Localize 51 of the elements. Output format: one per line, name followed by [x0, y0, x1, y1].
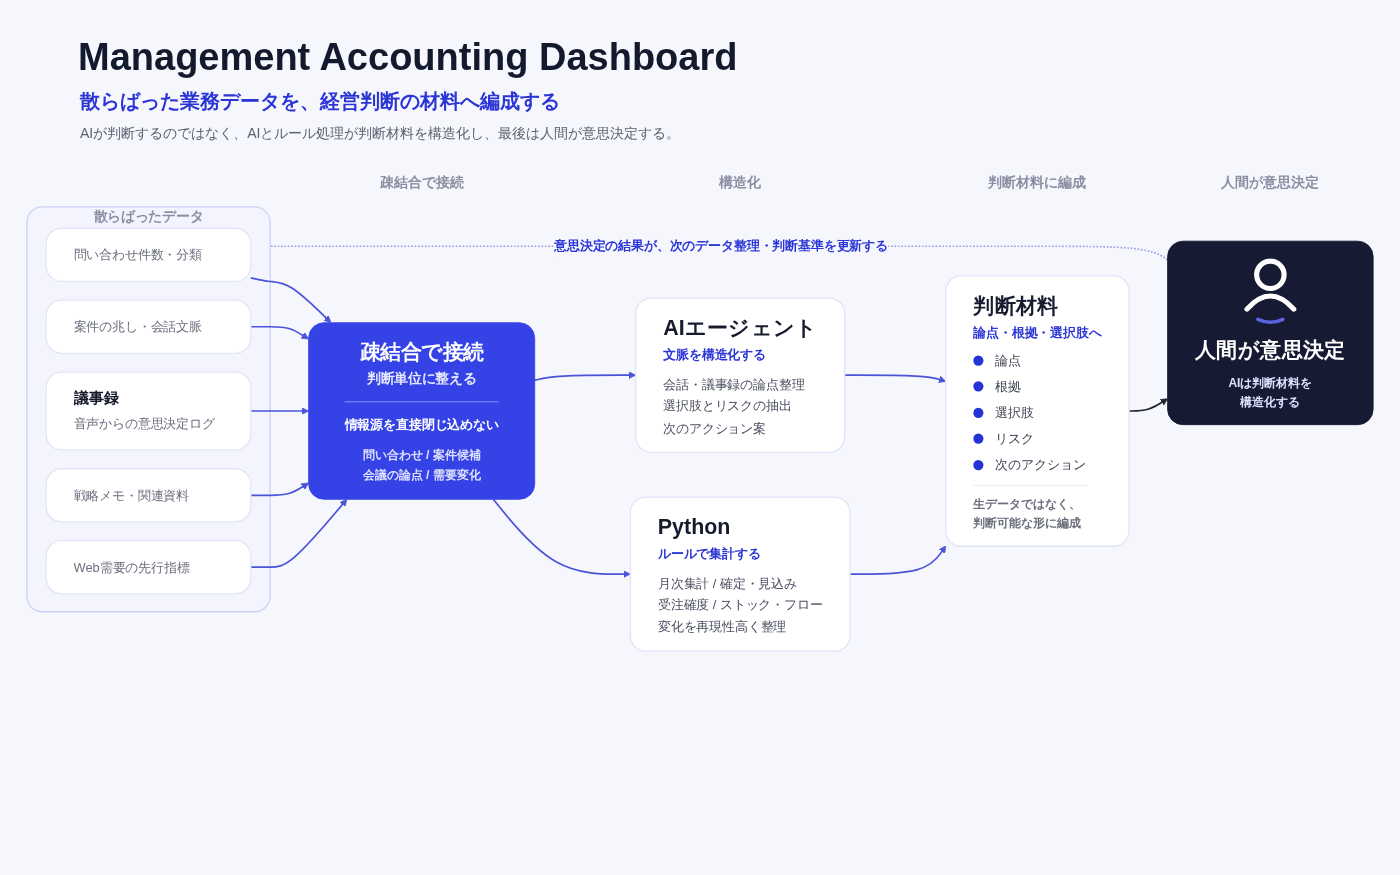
card-title: AIエージェント: [663, 314, 818, 342]
column-heading: 構造化: [719, 174, 762, 192]
list-item: 次のアクション: [995, 455, 1086, 474]
group-heading: 散らばったデータ: [93, 208, 204, 226]
card-subtitle: 文脈を構造化する: [663, 345, 767, 364]
process-card: [629, 496, 851, 652]
source-description: 問い合わせ件数・分類: [73, 246, 203, 264]
source-description: Web需要の先行指標: [73, 558, 191, 577]
process-card: [945, 275, 1130, 547]
process-card: [635, 297, 846, 453]
subtitle: 散らばった業務データを、経営判断の材料へ編成する: [80, 89, 560, 114]
card-text: 変化を再現性高く整理: [657, 618, 788, 636]
node-caption: AIは判断材料を構造化する: [1227, 374, 1314, 411]
column-heading: 判断材料に編成: [988, 174, 1087, 192]
card-text: 選択肢とリスクの抽出: [663, 397, 793, 415]
source-description: 案件の兆し・会話文脈: [73, 318, 203, 336]
card-subtitle: ルールで集計する: [657, 544, 762, 563]
node-detail: 会議の論点 / 需要変化: [361, 466, 482, 484]
hub-card: [308, 322, 536, 500]
source-card: [45, 540, 252, 595]
source-title: 議事録: [73, 388, 121, 409]
node-note: 情報源を直接閉じ込めない: [344, 401, 499, 435]
arrow: [492, 498, 631, 578]
source-card: [45, 468, 252, 523]
card-text: 受注確度 / ストック・フロー: [657, 596, 823, 614]
node-title: 人間が意思決定: [1195, 336, 1346, 364]
node-detail: 問い合わせ / 案件候補: [361, 446, 482, 464]
column-heading: 人間が意思決定: [1221, 174, 1320, 192]
card-title: Python: [657, 513, 732, 541]
source-card: [45, 371, 252, 451]
title: Management Accounting Dashboard: [78, 36, 738, 79]
list-item: リスク: [995, 429, 1034, 448]
source-card: [45, 227, 252, 282]
card-subtitle: 論点・根拠・選択肢へ: [973, 323, 1102, 342]
card-title: 判断材料: [973, 291, 1060, 319]
source-card: [45, 299, 252, 354]
card-text: 次のアクション案: [663, 419, 767, 437]
card-text: 会話・議事録の論点整理: [663, 375, 806, 394]
card-text: 月次集計 / 確定・見込み: [657, 574, 798, 592]
list-item: 根拠: [995, 377, 1022, 396]
list-item: 論点: [995, 351, 1022, 369]
card-note: 生データではなく、判断可能な形に編成: [973, 484, 1089, 533]
source-description: 音声からの意思決定ログ: [73, 414, 216, 433]
source-description: 戦略メモ・関連資料: [73, 486, 191, 505]
edge-label: 意思決定の結果が、次のデータ整理・判断基準を更新する: [554, 236, 888, 256]
column-heading: 疎結合で接続: [379, 174, 464, 192]
node-title: 疎結合で接続: [358, 338, 485, 365]
list-item: 選択肢: [995, 403, 1034, 422]
node-subtitle: 判断単位に整える: [365, 369, 478, 388]
description: AIが判断するのではなく、AIとルール処理が判断材料を構造化し、最後は人間が意思決定する。: [80, 125, 681, 143]
decision-card: [1167, 240, 1374, 426]
